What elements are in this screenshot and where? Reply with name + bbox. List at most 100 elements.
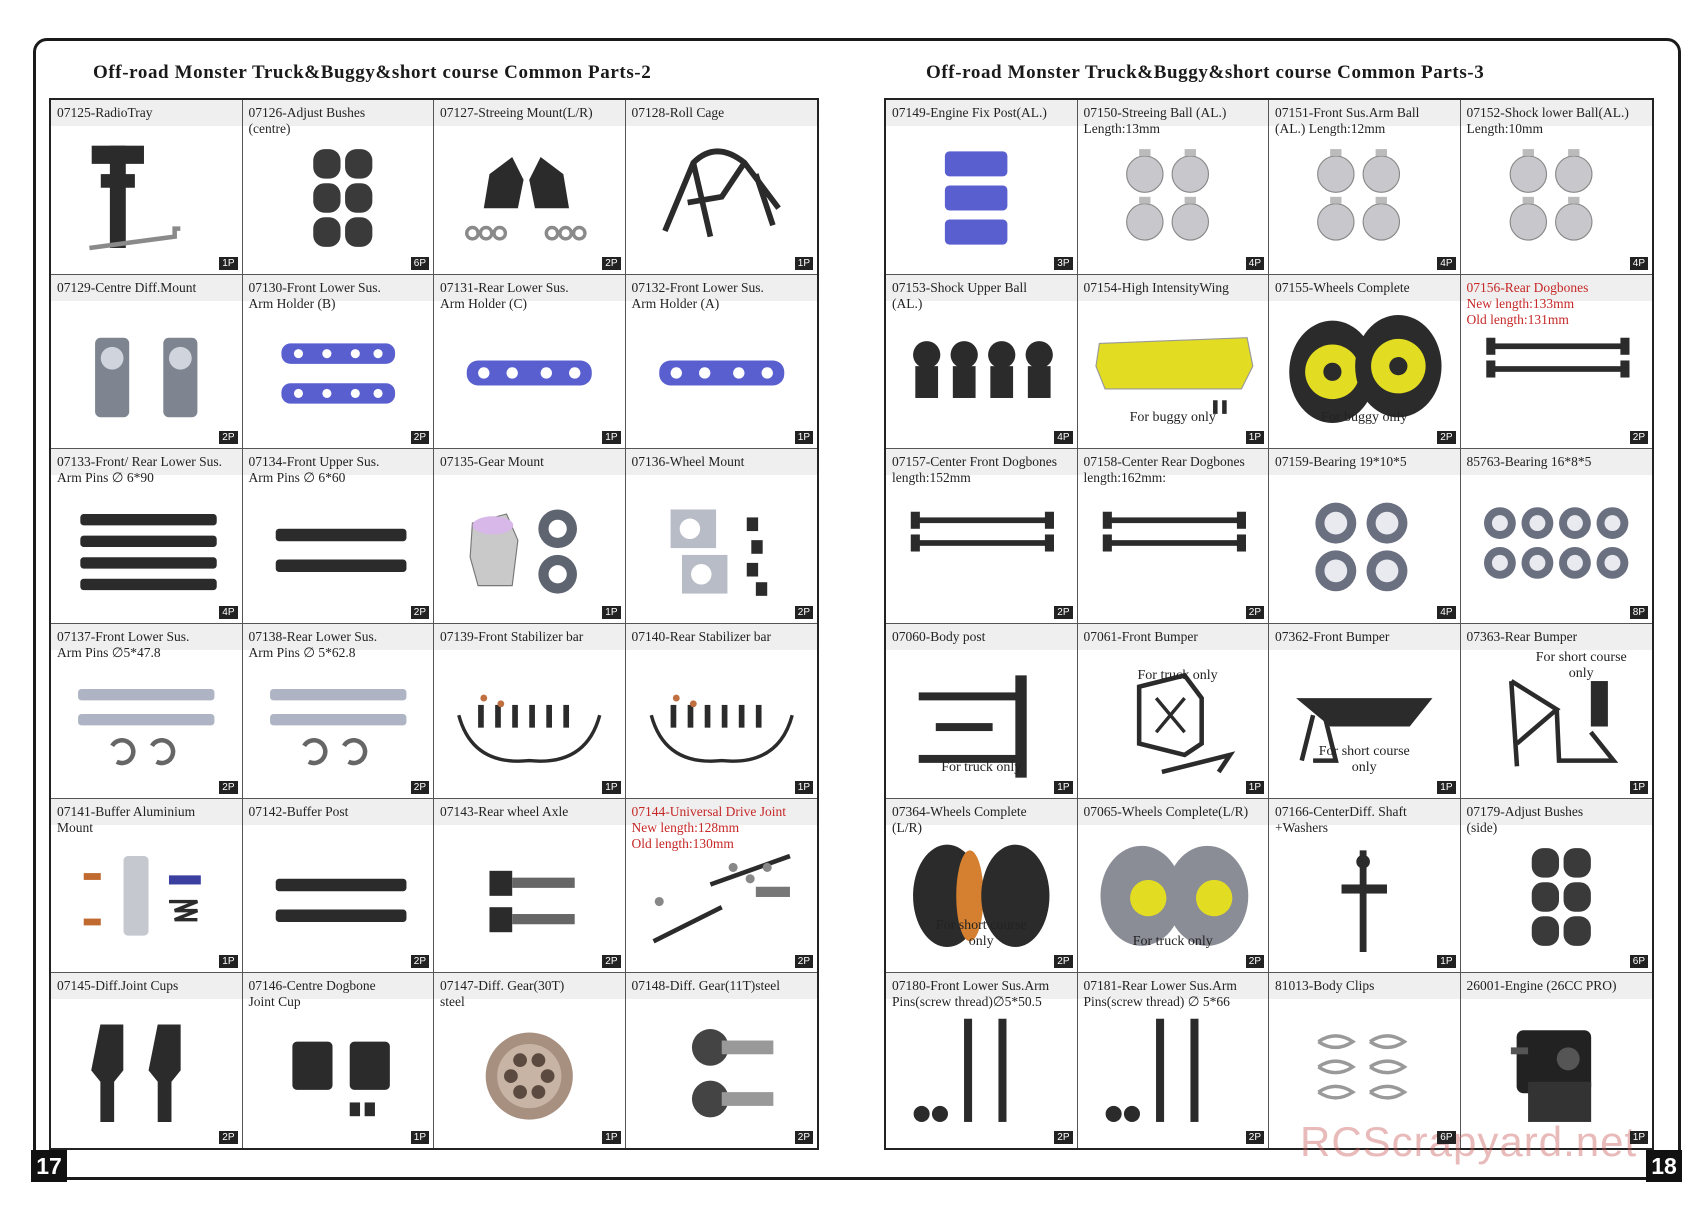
axle-icon <box>442 839 617 953</box>
buffer-mount-icon <box>59 839 234 953</box>
quantity-badge: 2P <box>410 606 429 619</box>
quantity-badge: 2P <box>602 256 621 270</box>
part-header-band <box>1460 449 1652 476</box>
left-page-title: Off-road Monster Truck&Buggy&short cours… <box>93 62 652 83</box>
part-header-band <box>51 100 242 126</box>
roll-cage-icon <box>634 140 810 254</box>
quantity-badge: 2P <box>1245 1131 1264 1144</box>
quantity-badge: 2P <box>219 431 238 445</box>
part-header-band <box>886 973 1077 1000</box>
balls-4-icon <box>1086 140 1261 254</box>
part-header-band <box>51 449 242 476</box>
part-header-band <box>1077 798 1268 825</box>
part-label: 07133-Front/ Rear Lower Sus. Arm Pins ∅ … <box>57 454 222 486</box>
part-header-band <box>434 449 625 476</box>
part-label: 07147-Diff. Gear(30T) steel <box>440 978 565 1010</box>
part-header-band <box>434 624 625 650</box>
part-header-band <box>625 449 817 476</box>
quantity-badge: 2P <box>1629 431 1648 445</box>
part-label: 07130-Front Lower Sus. Arm Holder (B) <box>248 279 381 311</box>
part-header-band <box>1460 100 1652 126</box>
right-page-title: Off-road Monster Truck&Buggy&short cours… <box>926 62 1485 83</box>
part-cell: 07139-Front Stabilizer bar 1P <box>434 624 626 799</box>
quantity-badge: 2P <box>1245 955 1264 969</box>
part-usage-note: For truck only <box>1137 668 1218 683</box>
part-label: 07159-Bearing 19*10*5 <box>1275 454 1407 470</box>
part-header-band <box>886 100 1077 126</box>
part-label: 07129-Centre Diff.Mount <box>57 279 197 295</box>
part-label: 07154-High IntensityWing <box>1083 279 1229 295</box>
part-header-band <box>242 274 433 301</box>
screw-pins-icon <box>1086 1013 1261 1128</box>
part-label: 07134-Front Upper Sus. Arm Pins ∅ 6*60 <box>248 454 380 486</box>
part-header-band <box>625 798 817 825</box>
quantity-badge: 1P <box>602 780 621 794</box>
part-header-band <box>1077 973 1268 1000</box>
bushes-icon <box>251 140 426 254</box>
quantity-badge: 2P <box>794 1131 813 1144</box>
quantity-badge: 2P <box>794 606 813 619</box>
quantity-badge: 4P <box>1054 431 1073 445</box>
quantity-badge: 4P <box>219 606 238 619</box>
quantity-badge: 1P <box>794 780 813 794</box>
quantity-badge: 1P <box>1629 1131 1648 1144</box>
pins-clips-icon <box>251 664 426 778</box>
watermark: RCScrapyard.net <box>1300 1118 1638 1165</box>
part-label: 07362-Front Bumper <box>1275 629 1390 644</box>
part-label: 07139-Front Stabilizer bar <box>440 629 584 644</box>
part-label: 07127-Streeing Mount(L/R) <box>440 105 593 120</box>
part-header-band <box>1077 274 1268 301</box>
part-label: 07166-CenterDiff. Shaft +Washers <box>1275 803 1407 835</box>
part-usage-note: For short course only <box>1535 650 1627 681</box>
part-header-band <box>1460 624 1652 650</box>
radio-tray-icon <box>59 140 234 254</box>
quantity-badge: 8P <box>1629 606 1648 619</box>
quantity-badge: 2P <box>219 780 238 794</box>
truck-bumper-icon <box>1086 664 1261 778</box>
part-cell: 07181-Rear Lower Sus.Arm Pins(screw thre… <box>1077 973 1269 1148</box>
part-label: 07155-Wheels Complete <box>1275 279 1410 295</box>
part-header-band <box>1077 449 1268 476</box>
part-header-band <box>1077 624 1268 650</box>
quantity-badge: 2P <box>1054 955 1073 969</box>
part-cell: 07180-Front Lower Sus.Arm Pins(screw thr… <box>886 973 1078 1148</box>
body-post-icon <box>894 664 1069 778</box>
quantity-badge: 6P <box>1437 1131 1456 1144</box>
part-label: 07363-Rear Bumper <box>1466 629 1578 644</box>
screw-pins-icon <box>894 1013 1069 1128</box>
catalog-frame <box>33 38 1681 1180</box>
quantity-badge: 1P <box>1245 431 1264 445</box>
quantity-badge: 6P <box>1629 955 1648 969</box>
part-usage-note: For truck only <box>1132 934 1213 950</box>
part-label: 07180-Front Lower Sus.Arm Pins(screw thr… <box>892 978 1050 1010</box>
quantity-badge: 1P <box>602 1131 621 1144</box>
quantity-badge: 1P <box>219 955 238 969</box>
part-usage-note: For buggy only <box>1321 410 1408 426</box>
part-header-band <box>51 274 242 301</box>
quantity-badge: 4P <box>1245 256 1264 270</box>
part-label: 07142-Buffer Post <box>248 803 349 819</box>
part-label: 26001-Engine (26CC PRO) <box>1466 978 1617 994</box>
quantity-badge: 1P <box>1437 780 1456 794</box>
diff-shaft-icon <box>1277 839 1452 953</box>
part-cell: 26001-Engine (26CC PRO) 1P <box>1460 973 1652 1148</box>
quantity-badge: 2P <box>219 1131 238 1144</box>
part-cell: 07156-Rear Dogbones New length:133mm Old… <box>1460 274 1652 450</box>
pins-clips-icon <box>59 664 234 778</box>
part-label: 07132-Front Lower Sus. Arm Holder (A) <box>631 279 764 311</box>
part-label: 07149-Engine Fix Post(AL.) <box>892 105 1047 120</box>
quantity-badge: 1P <box>1629 780 1648 794</box>
part-cell: 07130-Front Lower Sus. Arm Holder (B)2P <box>242 274 434 450</box>
bearings-4-icon <box>1277 489 1452 603</box>
